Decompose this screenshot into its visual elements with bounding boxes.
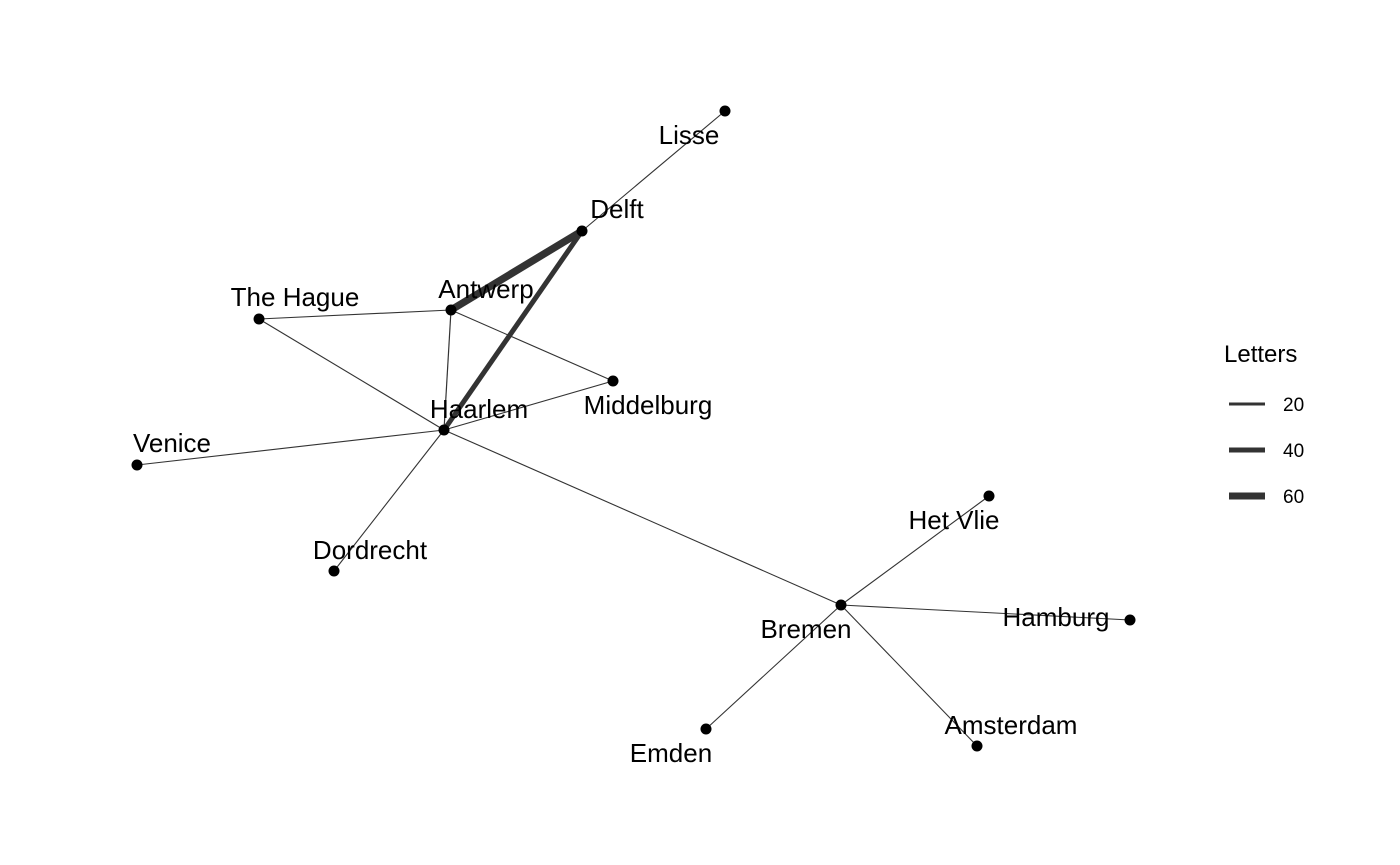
- node-amsterdam: [971, 740, 983, 752]
- node-het-vlie: [983, 490, 995, 502]
- legend: Letters 20 40 60: [1224, 341, 1304, 508]
- node-label-antwerp: Antwerp: [438, 274, 533, 304]
- edge-bremen-amsterdam: [840, 604, 978, 747]
- edge-bremen-het-vlie: [840, 495, 990, 606]
- node-label-het-vlie: Het Vlie: [908, 505, 999, 535]
- node-lisse: [719, 105, 731, 117]
- edges-layer: [136, 110, 1131, 747]
- legend-label-60: 60: [1283, 487, 1304, 508]
- node-haarlem: [438, 424, 450, 436]
- node-label-venice: Venice: [133, 428, 211, 458]
- legend-label-20: 20: [1283, 395, 1304, 416]
- edge-delft-lisse: [581, 110, 726, 232]
- node-venice: [131, 459, 143, 471]
- legend-label-40: 40: [1283, 441, 1304, 462]
- legend-entries: 20 40 60: [1229, 395, 1304, 508]
- node-emden: [700, 723, 712, 735]
- node-label-dordrecht: Dordrecht: [313, 535, 428, 565]
- node-dordrecht: [328, 565, 340, 577]
- edge-haarlem-dordrecht: [333, 429, 445, 572]
- node-label-haarlem: Haarlem: [430, 394, 528, 424]
- nodes-layer: [131, 105, 1136, 752]
- edge-antwerp-haarlem: [443, 309, 452, 431]
- edge-antwerp-middelburg: [450, 309, 614, 382]
- node-delft: [576, 225, 588, 237]
- node-antwerp: [445, 304, 457, 316]
- node-label-bremen: Bremen: [760, 614, 851, 644]
- edge-haarlem-delft: [441, 229, 585, 432]
- node-label-delft: Delft: [590, 194, 644, 224]
- node-bremen: [835, 599, 847, 611]
- edge-bremen-emden: [705, 604, 842, 730]
- legend-title: Letters: [1224, 341, 1297, 368]
- node-label-hamburg: Hamburg: [1003, 602, 1110, 632]
- edge-bremen-hamburg: [840, 604, 1131, 621]
- edge-venice-haarlem: [136, 429, 445, 466]
- edge-antwerp-delft: [449, 227, 584, 314]
- edge-haarlem-bremen: [443, 429, 842, 606]
- node-label-emden: Emden: [630, 738, 712, 768]
- node-middelburg: [607, 375, 619, 387]
- edge-the-hague-antwerp: [258, 309, 452, 320]
- node-hamburg: [1124, 614, 1136, 626]
- node-label-lisse: Lisse: [659, 120, 720, 150]
- node-the-hague: [253, 313, 265, 325]
- node-label-the-hague: The Hague: [231, 282, 360, 312]
- edge-the-hague-haarlem: [258, 318, 445, 431]
- node-label-middelburg: Middelburg: [584, 390, 713, 420]
- edge-haarlem-middelburg: [443, 380, 614, 431]
- node-label-amsterdam: Amsterdam: [945, 710, 1078, 740]
